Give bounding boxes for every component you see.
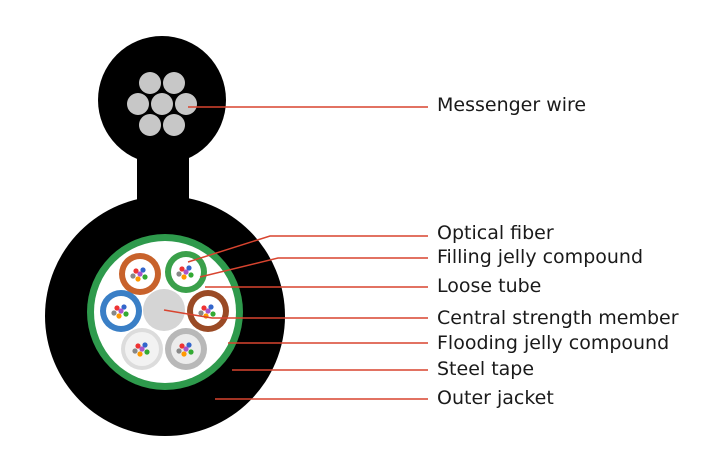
- leader-filling-jelly: [199, 257, 428, 278]
- messenger-strand: [127, 93, 149, 115]
- label-steel-tape: Steel tape: [437, 358, 535, 380]
- leader-optical-fiber: [187, 235, 428, 263]
- label-flooding-jelly: Flooding jelly compound: [437, 332, 670, 354]
- messenger-strand: [139, 72, 161, 94]
- messenger-strand: [139, 114, 161, 136]
- label-messenger-wire: Messenger wire: [437, 94, 587, 116]
- optical-fibers: [111, 265, 216, 357]
- label-loose-tube: Loose tube: [437, 275, 542, 297]
- fiber-bundle: [111, 304, 129, 319]
- messenger-strand: [163, 114, 185, 136]
- messenger-strands: [127, 72, 197, 136]
- label-central-member: Central strength member: [437, 307, 679, 329]
- fiber-bundle: [176, 342, 194, 357]
- label-filling-jelly: Filling jelly compound: [437, 246, 644, 268]
- messenger-strand: [163, 72, 185, 94]
- leader-lines: [163, 106, 428, 400]
- leader-central-member: [163, 309, 428, 319]
- fiber-bundle: [130, 267, 148, 282]
- fiber-bundle: [176, 265, 194, 280]
- label-outer-jacket: Outer jacket: [437, 387, 554, 409]
- loose-tubes: [100, 251, 229, 370]
- messenger-strand: [175, 93, 197, 115]
- label-optical-fiber: Optical fiber: [437, 222, 554, 244]
- fiber-bundle: [132, 342, 150, 357]
- messenger-strand: [151, 93, 173, 115]
